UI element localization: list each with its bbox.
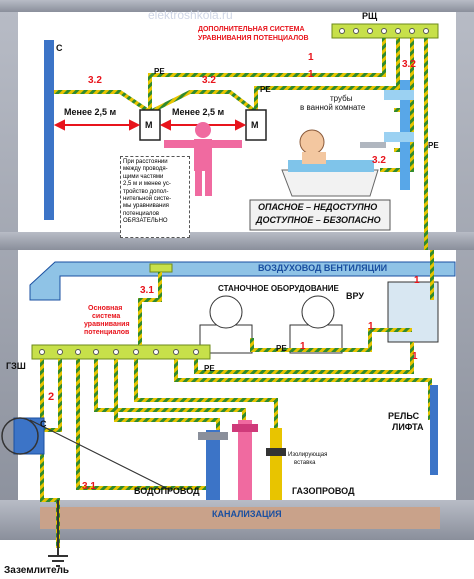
rail-label-line1: РЕЛЬС	[388, 411, 420, 421]
distance-label-left: Менее 2,5 м	[64, 107, 117, 117]
top-title-line2: УРАВНИВАНИЯ ПОТЕНЦИАЛОВ	[198, 35, 309, 42]
machines-label: СТАНОЧНОЕ ОБОРУДОВАНИЕ	[218, 284, 339, 293]
line-number-1d: 1	[300, 341, 306, 352]
note-line: При расстоянии	[123, 159, 168, 165]
main-system-line2: система	[92, 313, 121, 320]
line-number-32c: 3.2	[402, 59, 416, 70]
note-line: щими частями	[123, 173, 164, 180]
line-number-1a: 1	[308, 52, 314, 63]
rsch-label: РЩ	[362, 11, 378, 21]
duct-label: ВОЗДУХОВОД ВЕНТИЛЯЦИИ	[258, 263, 388, 273]
pe-label-top-3: РЕ	[428, 141, 439, 150]
note-line: потенциалов	[123, 210, 160, 217]
note-line: между проводя-	[123, 166, 168, 173]
utility-pipes	[198, 420, 286, 500]
sewer-pipe	[40, 507, 440, 529]
warning-sign	[249, 199, 391, 231]
line-number-32d: 3.2	[372, 155, 386, 166]
gas-label: ГАЗОПРОВОД	[292, 486, 355, 496]
line-number-2: 2	[48, 391, 55, 403]
line-number-1f: 1	[412, 351, 418, 362]
line-number-1c: 1	[368, 321, 374, 332]
distance-label-right: Менее 2,5 м	[172, 107, 225, 117]
note-line: тройство допол-	[123, 188, 169, 195]
c-label-top: С	[56, 43, 63, 53]
bathroom-pipes	[360, 80, 414, 190]
line-2-diagonal	[29, 419, 171, 491]
insert-label-line2: вставка	[294, 460, 316, 466]
note-line: 2,5 м и менее ус-	[123, 181, 171, 188]
rsch-bar-terminals	[339, 28, 429, 34]
note-line: ОБЯЗАТЕЛЬНО	[123, 218, 168, 225]
c-pipe-outline	[1, 417, 39, 455]
pipes-label-line2: в ванной комнате	[300, 103, 366, 112]
line-number-31b: 3.1	[82, 481, 96, 492]
top-title-line1: ДОПОЛНИТЕЛЬНАЯ СИСТЕМА	[198, 26, 305, 33]
main-system-line1: Основная	[88, 305, 123, 312]
machines	[199, 295, 343, 354]
person-figure	[164, 122, 242, 196]
gzsh-label: ГЗШ	[6, 361, 26, 371]
main-system-line3: уравнивания	[84, 321, 130, 328]
line-number-32b: 3.2	[202, 75, 216, 86]
ground-symbol	[48, 555, 68, 567]
line-number-1b: 1	[308, 69, 314, 80]
building-walls	[0, 0, 474, 540]
m-label-right: М	[251, 120, 259, 130]
safe-text: ДОСТУПНОЕ – БЕЗОПАСНО	[256, 215, 381, 225]
grounding-label: Заземлитель	[4, 565, 70, 576]
water-label: ВОДОПРОВОД	[134, 486, 200, 496]
rail-label-line2: ЛИФТА	[392, 422, 424, 432]
note-line: мы уравнивания	[123, 203, 169, 210]
vru-label: ВРУ	[346, 291, 364, 301]
main-system-line4: потенциалов	[84, 329, 130, 336]
c-pipe-top	[44, 40, 54, 220]
note-box: При расстоянии между проводя- щими частя…	[120, 156, 190, 238]
gzsh-terminals	[39, 349, 199, 355]
lift-rail	[430, 385, 438, 475]
c-pipe-bottom	[13, 417, 45, 455]
insert-label-line1: Изолирующая	[288, 452, 328, 458]
line-number-32a: 3.2	[88, 75, 102, 86]
note-line: нительной систе-	[123, 196, 172, 203]
sewer-label: КАНАЛИЗАЦИЯ	[212, 509, 282, 519]
pe-label-top-1: РЕ	[154, 67, 165, 76]
danger-text: ОПАСНОЕ – НЕДОСТУПНО	[258, 202, 378, 212]
gzsh-bar	[31, 344, 211, 360]
pipes-label-line1: трубы	[330, 94, 353, 103]
pe-label-bottom-1: РЕ	[276, 344, 287, 353]
c-label-bottom: С	[40, 419, 47, 429]
bathtub	[281, 129, 379, 197]
pe-label-bottom-2: РЕ	[204, 364, 215, 373]
pe-label-top-2: РЕ	[260, 85, 271, 94]
line-number-1e: 1	[414, 275, 420, 286]
watermark: elektroshkola.ru	[148, 8, 233, 22]
line-number-31a: 3.1	[140, 285, 154, 296]
m-label-left: М	[145, 120, 153, 130]
